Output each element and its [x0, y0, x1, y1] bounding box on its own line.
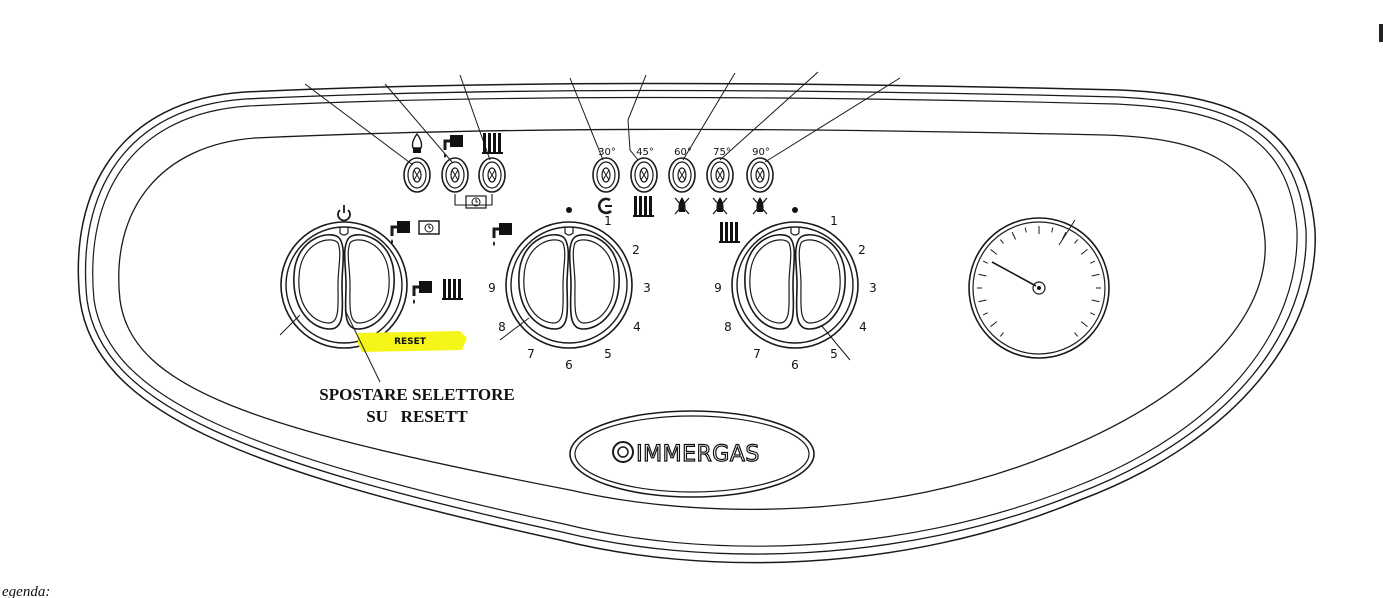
dhw-temperature-dial[interactable] — [505, 221, 633, 349]
led-75 — [706, 157, 734, 193]
heating-temperature-dial[interactable] — [731, 221, 859, 349]
tap-icon — [442, 133, 465, 160]
temperature-leds: 30° 45° 60° 75° 90° — [592, 147, 774, 217]
mode-selector-dial[interactable] — [280, 221, 408, 349]
dial-number: 1 — [830, 214, 838, 228]
gauge-tick — [1011, 231, 1017, 240]
gauge-tick — [999, 332, 1004, 337]
gauge-tick — [1080, 248, 1088, 255]
edge-mark — [1379, 24, 1383, 42]
dial-number: 8 — [498, 320, 506, 334]
gauge-tick — [1024, 227, 1027, 233]
crossed-flame-icon — [712, 196, 728, 215]
led-flame — [403, 157, 431, 193]
gauge-tick — [1074, 239, 1079, 244]
radiator-icon — [442, 279, 463, 300]
tap-icon — [491, 221, 514, 248]
gauge-tick — [978, 299, 987, 303]
tap-icon — [389, 219, 412, 246]
reset-label: RESET — [394, 337, 427, 347]
reset-instruction-line1: SPOSTARE SELETTORE — [319, 385, 514, 404]
dial-number: 1 — [604, 214, 612, 228]
dial-number: 9 — [488, 281, 496, 295]
timer-icon — [418, 220, 440, 235]
dial-number: 3 — [869, 281, 877, 295]
dial-number: 6 — [791, 358, 799, 372]
led-90 — [746, 157, 774, 193]
radiator-icon — [633, 196, 654, 217]
dial-number: 3 — [643, 281, 651, 295]
dial-number: 2 — [858, 243, 866, 257]
reset-highlight — [358, 331, 467, 352]
crossed-flame-icon — [674, 196, 690, 215]
temp-label-75: 75° — [713, 147, 731, 158]
tap-icon — [411, 279, 434, 306]
dial-number: 5 — [604, 347, 612, 361]
gauge-tick — [978, 273, 987, 277]
led-30 — [592, 157, 620, 193]
led-45 — [630, 157, 658, 193]
gauge-tick — [1074, 332, 1079, 337]
led-dhw — [441, 157, 469, 193]
flame-icon — [411, 132, 423, 153]
led-heating — [478, 157, 506, 193]
power-icon — [337, 205, 351, 222]
gauge-tick — [982, 312, 988, 316]
gauge-ticks — [977, 226, 1101, 337]
dial-number: 4 — [633, 320, 641, 334]
dial-number: 7 — [753, 347, 761, 361]
temp-label-45: 45° — [636, 147, 654, 158]
gauge-tick — [990, 248, 998, 255]
reset-instruction-line2: SU RESETT — [366, 407, 468, 426]
dial-number: 4 — [859, 320, 867, 334]
led-60 — [668, 157, 696, 193]
gauge-tick — [1091, 273, 1100, 277]
dial-number: 2 — [632, 243, 640, 257]
dial-number: 8 — [724, 320, 732, 334]
legend-label: egenda: — [2, 584, 50, 598]
temp-label-60: 60° — [674, 147, 692, 158]
gauge-tick — [1091, 299, 1100, 303]
panel-outline — [77, 82, 1316, 564]
dhw-dial-numbers: 1 2 3 4 5 6 7 8 9 — [488, 214, 651, 372]
dial-number: 9 — [714, 281, 722, 295]
heating-dial-numbers: 1 2 3 4 5 6 7 8 9 — [714, 214, 877, 372]
chimney-fault-icon — [597, 197, 612, 215]
timer-icon — [465, 195, 487, 209]
gauge-tick — [1051, 227, 1054, 233]
gauge-tick — [1090, 260, 1096, 264]
gauge-tick — [1090, 312, 1096, 316]
gauge-tick — [982, 260, 988, 264]
temp-label-90: 90° — [752, 147, 770, 158]
brand-name: IMMERGAS — [636, 442, 760, 467]
temp-label-30: 30° — [598, 147, 616, 158]
gauge-needle — [991, 261, 1037, 287]
pressure-gauge — [968, 217, 1110, 359]
radiator-icon — [719, 222, 740, 243]
gauge-tick — [990, 321, 998, 328]
dial-number: 7 — [527, 347, 535, 361]
immergas-logo: IMMERGAS — [569, 410, 815, 498]
crossed-flame-icon — [752, 196, 768, 215]
dial-number: 6 — [565, 358, 573, 372]
status-leds-left — [403, 132, 506, 209]
gauge-tick — [1080, 321, 1088, 328]
dial-number: 5 — [830, 347, 838, 361]
gauge-tick — [999, 239, 1004, 244]
radiator-icon — [482, 133, 503, 154]
